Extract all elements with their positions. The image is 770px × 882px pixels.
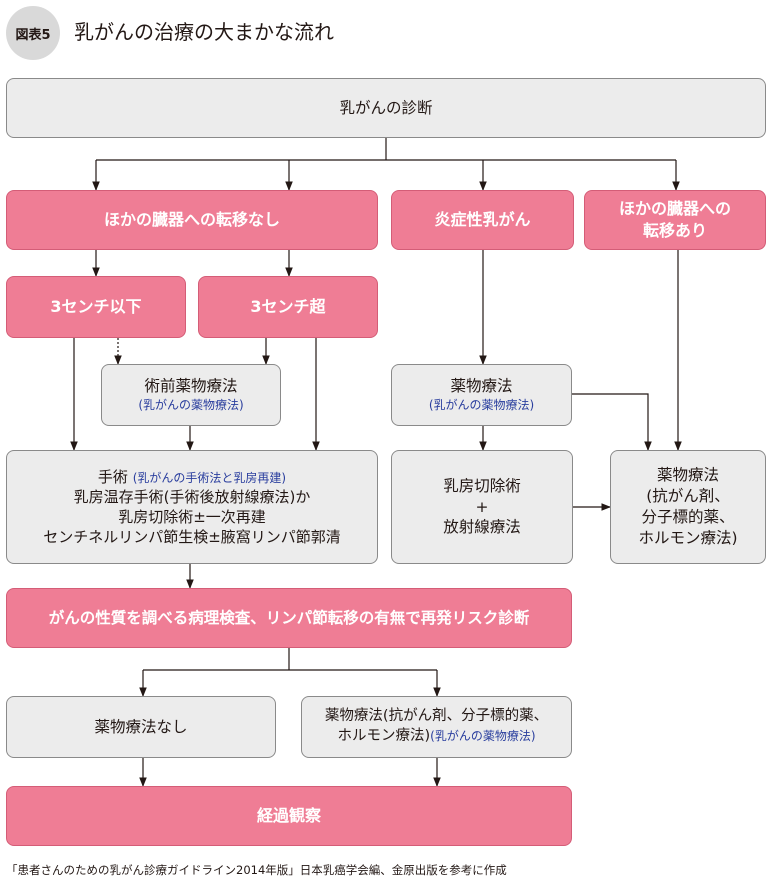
surgery-label: 手術 [97,467,128,486]
adjuvant-line2-wrap: ホルモン療法)(乳がんの薬物療法) [337,727,535,747]
adjuvant-line1: 薬物療法(抗がん剤、分子標的薬、 [324,708,549,725]
metastasis-box: ほかの臓器への 転移あり [584,190,766,250]
diagnosis-box: 乳がんの診断 [6,78,766,138]
drug-label: 薬物療法 [450,377,513,396]
surgery-reference: (乳がんの手術法と乳房再建) [132,470,287,485]
arrow-drug-to-right-drug [572,393,652,451]
mastectomy-line1: 乳房切除術 [443,476,521,495]
under3-label: 3センチ以下 [50,297,142,317]
pathology-label: がんの性質を調べる病理検査、リンパ節転移の有無で再発リスク診断 [48,608,530,627]
preop-drug-label: 術前薬物療法 [144,377,238,396]
figure-badge: 図表5 [6,6,60,60]
surgery-line3: 乳房切除術±一次再建 [118,508,266,526]
preop-drug-box: 術前薬物療法 (乳がんの薬物療法) [101,364,281,426]
mastectomy-line2: + [475,497,489,516]
inflammatory-box: 炎症性乳がん [391,190,574,250]
source-footnote: 「患者さんのための乳がん診療ガイドライン2014年版」日本乳癌学会編、金原出版を… [6,863,507,877]
no-drug-label: 薬物療法なし [94,717,188,736]
inflammatory-label: 炎症性乳がん [434,210,531,230]
drug-right-line4: ホルモン療法) [638,528,738,547]
metastasis-label-line1: ほかの臓器への [618,199,731,219]
adjuvant-drug-box: 薬物療法(抗がん剤、分子標的薬、 ホルモン療法)(乳がんの薬物療法) [301,696,572,758]
drug-right-line2: (抗がん剤、 [646,487,730,506]
drug-right-line1: 薬物療法 [656,466,719,485]
no-metastasis-label: ほかの臓器への転移なし [103,210,280,230]
surgery-line2: 乳房温存手術(手術後放射線療法)か [73,487,311,506]
page-title: 乳がんの治療の大まかな流れ [74,20,334,44]
surgery-line4: センチネルリンパ節生検±腋窩リンパ節郭清 [43,528,341,547]
drug-therapy-right-box: 薬物療法 (抗がん剤、 分子標的薬、 ホルモン療法) [610,450,766,564]
surgery-line1: 手術 (乳がんの手術法と乳房再建) [98,467,286,487]
diagnosis-label: 乳がんの診断 [339,98,433,117]
drug-reference: (乳がんの薬物療法) [428,398,535,413]
adjuvant-line2: ホルモン療法) [337,728,431,744]
under3-box: 3センチ以下 [6,276,186,338]
mastectomy-radiation-box: 乳房切除術 + 放射線療法 [391,450,573,564]
adjuvant-reference: (乳がんの薬物療法) [430,729,536,743]
surgery-box: 手術 (乳がんの手術法と乳房再建) 乳房温存手術(手術後放射線療法)か 乳房切除… [6,450,378,564]
pathology-box: がんの性質を調べる病理検査、リンパ節転移の有無で再発リスク診断 [6,588,572,648]
observation-label: 経過観察 [256,806,321,826]
observation-box: 経過観察 [6,786,572,846]
preop-drug-reference: (乳がんの薬物療法) [138,398,244,413]
drug-right-line3: 分子標的薬、 [641,508,735,526]
mastectomy-line3: 放射線療法 [443,518,521,537]
no-metastasis-box: ほかの臓器への転移なし [6,190,378,250]
no-drug-box: 薬物療法なし [6,696,276,758]
over3-label: 3センチ超 [250,297,326,317]
drug-box: 薬物療法 (乳がんの薬物療法) [391,364,572,426]
metastasis-label-line2: 転移あり [642,221,707,240]
over3-box: 3センチ超 [198,276,378,338]
